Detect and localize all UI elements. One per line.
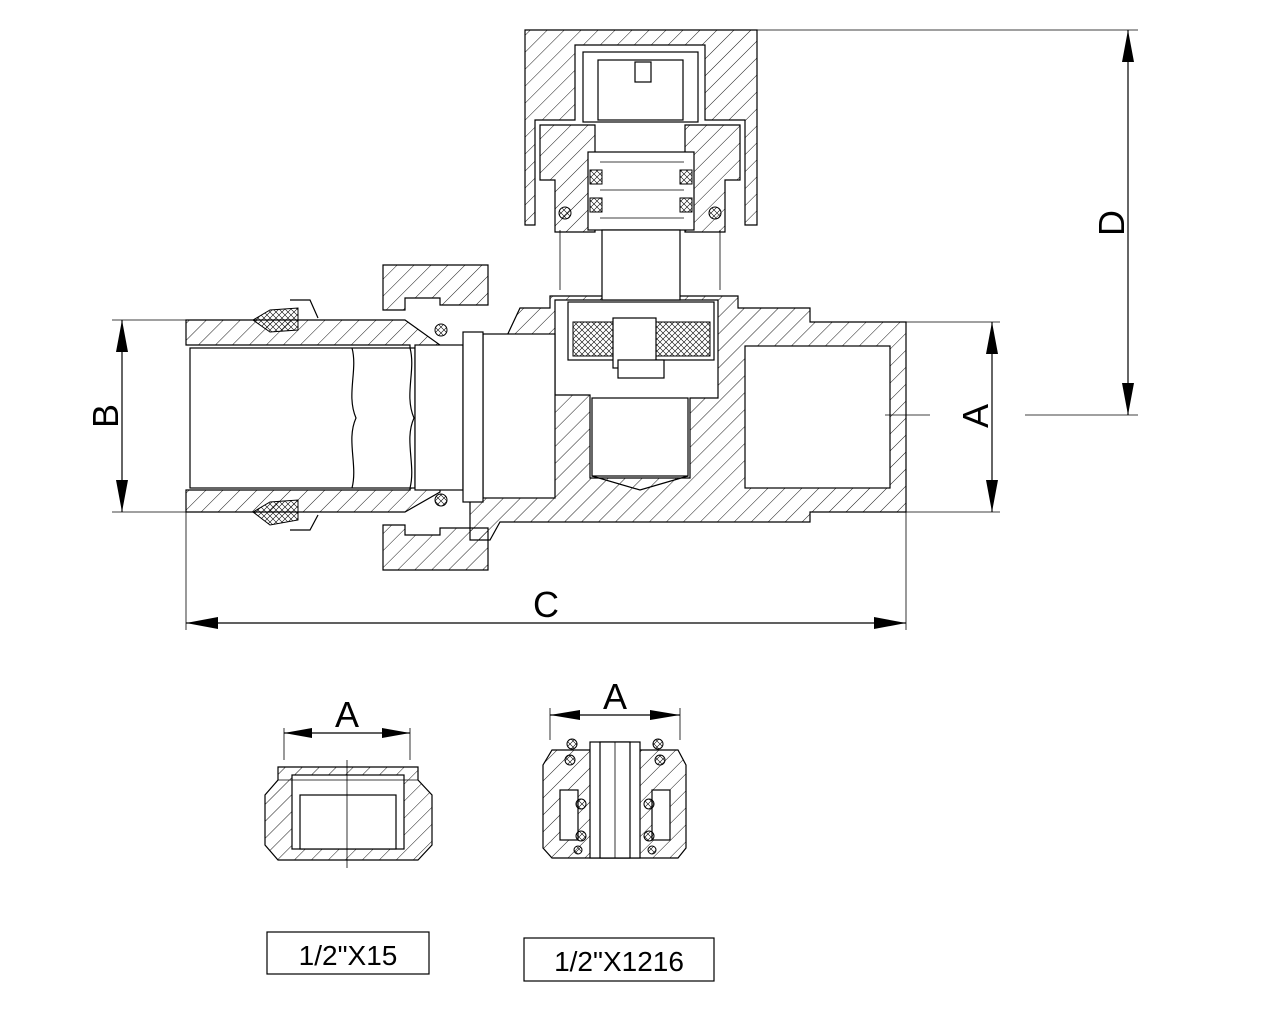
detail2-dim-label: A [603,676,627,717]
detail-fitting-1216: A [542,676,687,859]
caption-1216-label: 1/2"X15 [299,940,398,971]
caption-box-1: 1/2"X15 [266,931,430,975]
caption-box-2: 1/2"X1216 [523,937,715,982]
dim-b-label: B [85,404,126,428]
dim-d-label: D [1091,210,1132,236]
dimension-c: C [185,512,907,630]
dimension-d: D [757,29,1138,416]
detail-fitting-15: A [264,694,433,868]
detail1-dim-label: A [335,694,359,735]
dim-c-label: C [533,584,559,625]
bonnet-cap [524,29,758,379]
dim-a-label: A [955,404,996,428]
caption-15-label: 1/2"X1216 [554,946,684,977]
tailpiece [185,299,484,531]
dimension-b: B [85,319,186,513]
union-nut [382,264,489,571]
dimension-a: A [885,321,1000,513]
